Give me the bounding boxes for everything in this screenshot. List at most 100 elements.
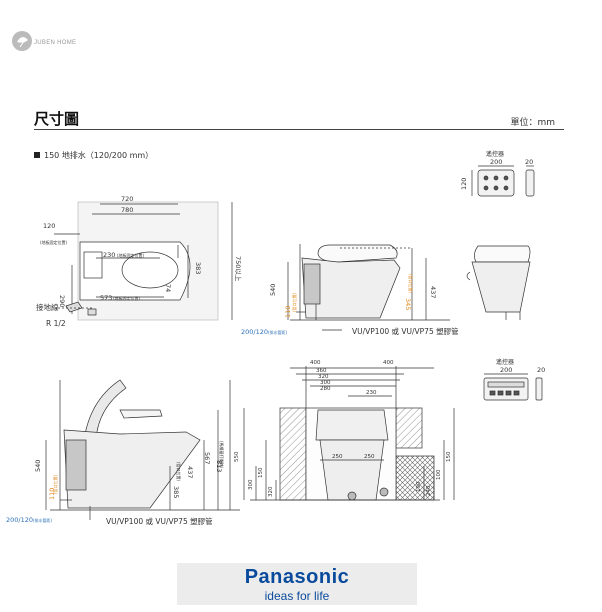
closed-dim-110-note: (管口位置) bbox=[291, 292, 297, 312]
open-pipe-label: VU/VP100 或 VU/VP75 塑膠管 bbox=[106, 516, 213, 526]
front-dim-250a: 250 bbox=[332, 454, 343, 460]
front-dim-150: 150 bbox=[258, 467, 264, 478]
bullet-square-icon bbox=[34, 152, 40, 158]
front-dim-360: 360 bbox=[316, 368, 327, 374]
remote-bottom-dims: 遙控器 200 20 bbox=[496, 358, 545, 374]
remote-bottom bbox=[483, 373, 543, 401]
right-wall-hatch bbox=[395, 407, 423, 449]
dim-720: 720 bbox=[121, 195, 133, 203]
closed-dim-345-note: (管口位置) bbox=[408, 274, 414, 294]
side-profile-small bbox=[466, 245, 531, 320]
front-dim-100: 100 bbox=[436, 469, 442, 480]
drain-note: 150 地排水（120/200 mm） bbox=[34, 150, 153, 161]
front-dim-400b: 400 bbox=[383, 360, 394, 366]
open-dim-437: 437 bbox=[186, 466, 194, 478]
open-dim-540: 540 bbox=[34, 460, 42, 472]
top-view-dims: 720 780 120 (地板固定位置) 230 (地板固定位置) 74 383… bbox=[36, 195, 243, 328]
remote-top-20: 20 bbox=[525, 158, 533, 166]
dim-383: 383 bbox=[194, 262, 202, 274]
r-half-label: R 1/2 bbox=[46, 319, 66, 328]
remote-top-body bbox=[477, 169, 515, 197]
open-lid-raised bbox=[83, 379, 127, 441]
remote-top-120: 120 bbox=[460, 178, 468, 190]
side-view-closed-dims: 540 110 (管口位置) 345 (管口位置) 437 200/120 (排… bbox=[241, 274, 459, 336]
dim-573: 573 bbox=[100, 294, 112, 302]
top-view-bowl bbox=[121, 251, 179, 289]
open-drain-dist: 200/120 bbox=[6, 516, 33, 524]
closed-lid bbox=[317, 244, 398, 263]
closed-pipe-label: VU/VP100 或 VU/VP75 塑膠管 bbox=[352, 326, 459, 336]
open-drain-dist-note: (排水管距) bbox=[33, 517, 53, 523]
open-tank bbox=[65, 439, 87, 491]
remote-top bbox=[471, 165, 535, 197]
top-view-toilet-outline bbox=[79, 241, 191, 301]
drain-note-text: 150 地排水（120/200 mm） bbox=[44, 151, 154, 160]
front-dim-240: 240 bbox=[426, 485, 432, 496]
water-connector-label: 接地線 bbox=[36, 302, 59, 312]
front-toilet-top bbox=[315, 409, 389, 441]
top-view-tank bbox=[83, 251, 103, 279]
open-dim-385: 385 bbox=[172, 486, 180, 498]
logo-text: JUBEN HOME bbox=[34, 40, 77, 46]
front-dim-320: 320 bbox=[318, 374, 329, 380]
remote-bottom-200: 200 bbox=[500, 366, 512, 374]
remote-bottom-20: 20 bbox=[537, 366, 545, 374]
closed-dim-345: 345 bbox=[404, 298, 412, 310]
remote-top-side bbox=[525, 169, 535, 197]
remote-bottom-label: 遙控器 bbox=[496, 358, 514, 366]
open-body bbox=[63, 429, 201, 509]
front-toilet-body bbox=[319, 439, 385, 501]
front-dim-280: 280 bbox=[320, 386, 331, 392]
front-view-dims: 400 400 360 320 300 280 230 250 250 550 … bbox=[234, 360, 452, 497]
left-wall-hatch bbox=[279, 407, 307, 501]
panasonic-slogan: ideas for life bbox=[264, 589, 330, 603]
open-seat bbox=[119, 409, 163, 419]
dim-120-note: (地板固定位置) bbox=[40, 239, 68, 245]
front-dim-250b: 250 bbox=[364, 454, 375, 460]
footer-panel bbox=[177, 563, 417, 605]
dim-750: 750以上 bbox=[234, 256, 243, 282]
closed-drain-dist: 200/120 bbox=[241, 328, 268, 336]
closed-drain-dist-note: (排水管距) bbox=[268, 329, 288, 335]
remote-top-200: 200 bbox=[490, 158, 502, 166]
front-dim-400a: 400 bbox=[310, 360, 321, 366]
remote-top-label: 遙控器 bbox=[486, 150, 504, 158]
remote-top-dims: 遙控器 200 20 120 bbox=[460, 150, 533, 190]
closed-body bbox=[301, 257, 401, 319]
panasonic-logo: Panasonic bbox=[244, 566, 350, 588]
right-floor-cross bbox=[395, 455, 435, 501]
dim-74: 74 bbox=[164, 284, 172, 292]
open-dim-813-note: (馬桶蓋打開時) bbox=[219, 441, 225, 469]
side-view-open bbox=[45, 379, 240, 520]
front-dim-550: 550 bbox=[234, 451, 240, 462]
open-dim-110-note: (管口位置) bbox=[52, 474, 58, 494]
front-view bbox=[243, 366, 455, 501]
dim-290: 290 bbox=[58, 295, 66, 307]
dim-573-note: (地板固定位置) bbox=[113, 295, 141, 301]
open-dim-385-note: (管口位置) bbox=[176, 462, 182, 482]
juben-home-logo bbox=[12, 31, 32, 51]
open-dim-110: 110 bbox=[48, 488, 56, 500]
front-dim-150v: 150 bbox=[446, 451, 452, 462]
front-dim-190: 190 bbox=[416, 481, 422, 492]
dim-230-note: (地板固定位置) bbox=[117, 252, 145, 258]
closed-tank bbox=[303, 263, 321, 305]
side-view-open-dims: 540 110 (管口位置) 385 (管口位置) 437 567 813 (馬… bbox=[6, 441, 225, 526]
front-dim-300: 300 bbox=[320, 380, 331, 386]
front-dim-320v: 320 bbox=[268, 486, 274, 497]
dim-780: 780 bbox=[121, 206, 133, 214]
closed-dim-110: 110 bbox=[284, 306, 292, 318]
closed-dim-437: 437 bbox=[429, 286, 437, 298]
remote-bottom-body bbox=[483, 377, 529, 401]
dim-120: 120 bbox=[43, 222, 55, 230]
open-dim-567: 567 bbox=[203, 452, 211, 464]
page-title: 尺寸圖 bbox=[34, 110, 80, 128]
top-view bbox=[54, 201, 233, 321]
open-dim-813: 813 bbox=[215, 460, 223, 472]
closed-dim-540: 540 bbox=[269, 284, 277, 296]
front-dim-230: 230 bbox=[366, 390, 377, 396]
dimension-drawing: 720 780 120 (地板固定位置) 230 (地板固定位置) 74 383… bbox=[6, 150, 545, 526]
side-view-closed bbox=[287, 244, 450, 331]
front-dim-300v: 300 bbox=[248, 479, 254, 490]
title-divider bbox=[34, 129, 564, 130]
